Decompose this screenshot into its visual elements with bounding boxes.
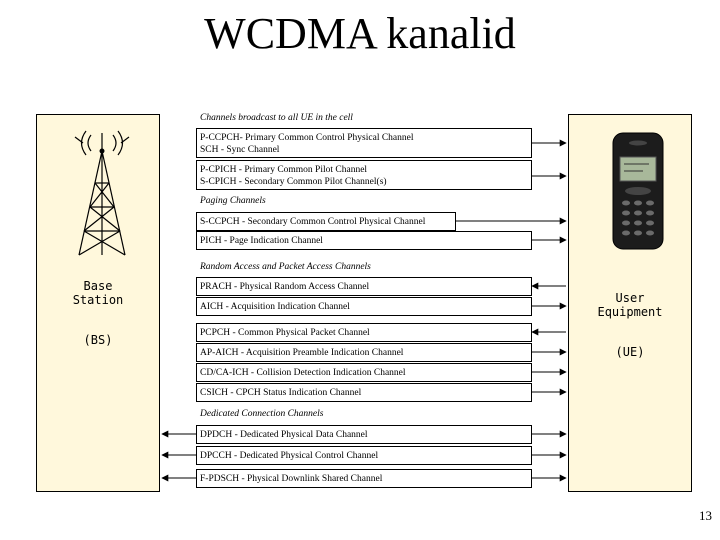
channel-ap-aich: AP-AICH - Acquisition Preamble Indicatio…	[196, 343, 532, 362]
channel-dpdch: DPDCH - Dedicated Physical Data Channel	[196, 425, 532, 444]
channel-aich: AICH - Acquisition Indication Channel	[196, 297, 532, 316]
channel-csich: CSICH - CPCH Status Indication Channel	[196, 383, 532, 402]
channel-sccpch: S-CCPCH - Secondary Common Control Physi…	[196, 212, 456, 231]
channel-dpcch: DPCCH - Dedicated Physical Control Chann…	[196, 446, 532, 465]
page-number: 13	[699, 508, 712, 524]
channel-pccpch-sch: P-CCPCH- Primary Common Control Physical…	[196, 128, 532, 158]
channel-cpich: P-CPICH - Primary Common Pilot Channel S…	[196, 160, 532, 190]
channel-cd-ca-ich: CD/CA-ICH - Collision Detection Indicati…	[196, 363, 532, 382]
channel-pich: PICH - Page Indication Channel	[196, 231, 532, 250]
channel-prach: PRACH - Physical Random Access Channel	[196, 277, 532, 296]
channel-pcpch: PCPCH - Common Physical Packet Channel	[196, 323, 532, 342]
channel-pdsch: F-PDSCH - Physical Downlink Shared Chann…	[196, 469, 532, 488]
